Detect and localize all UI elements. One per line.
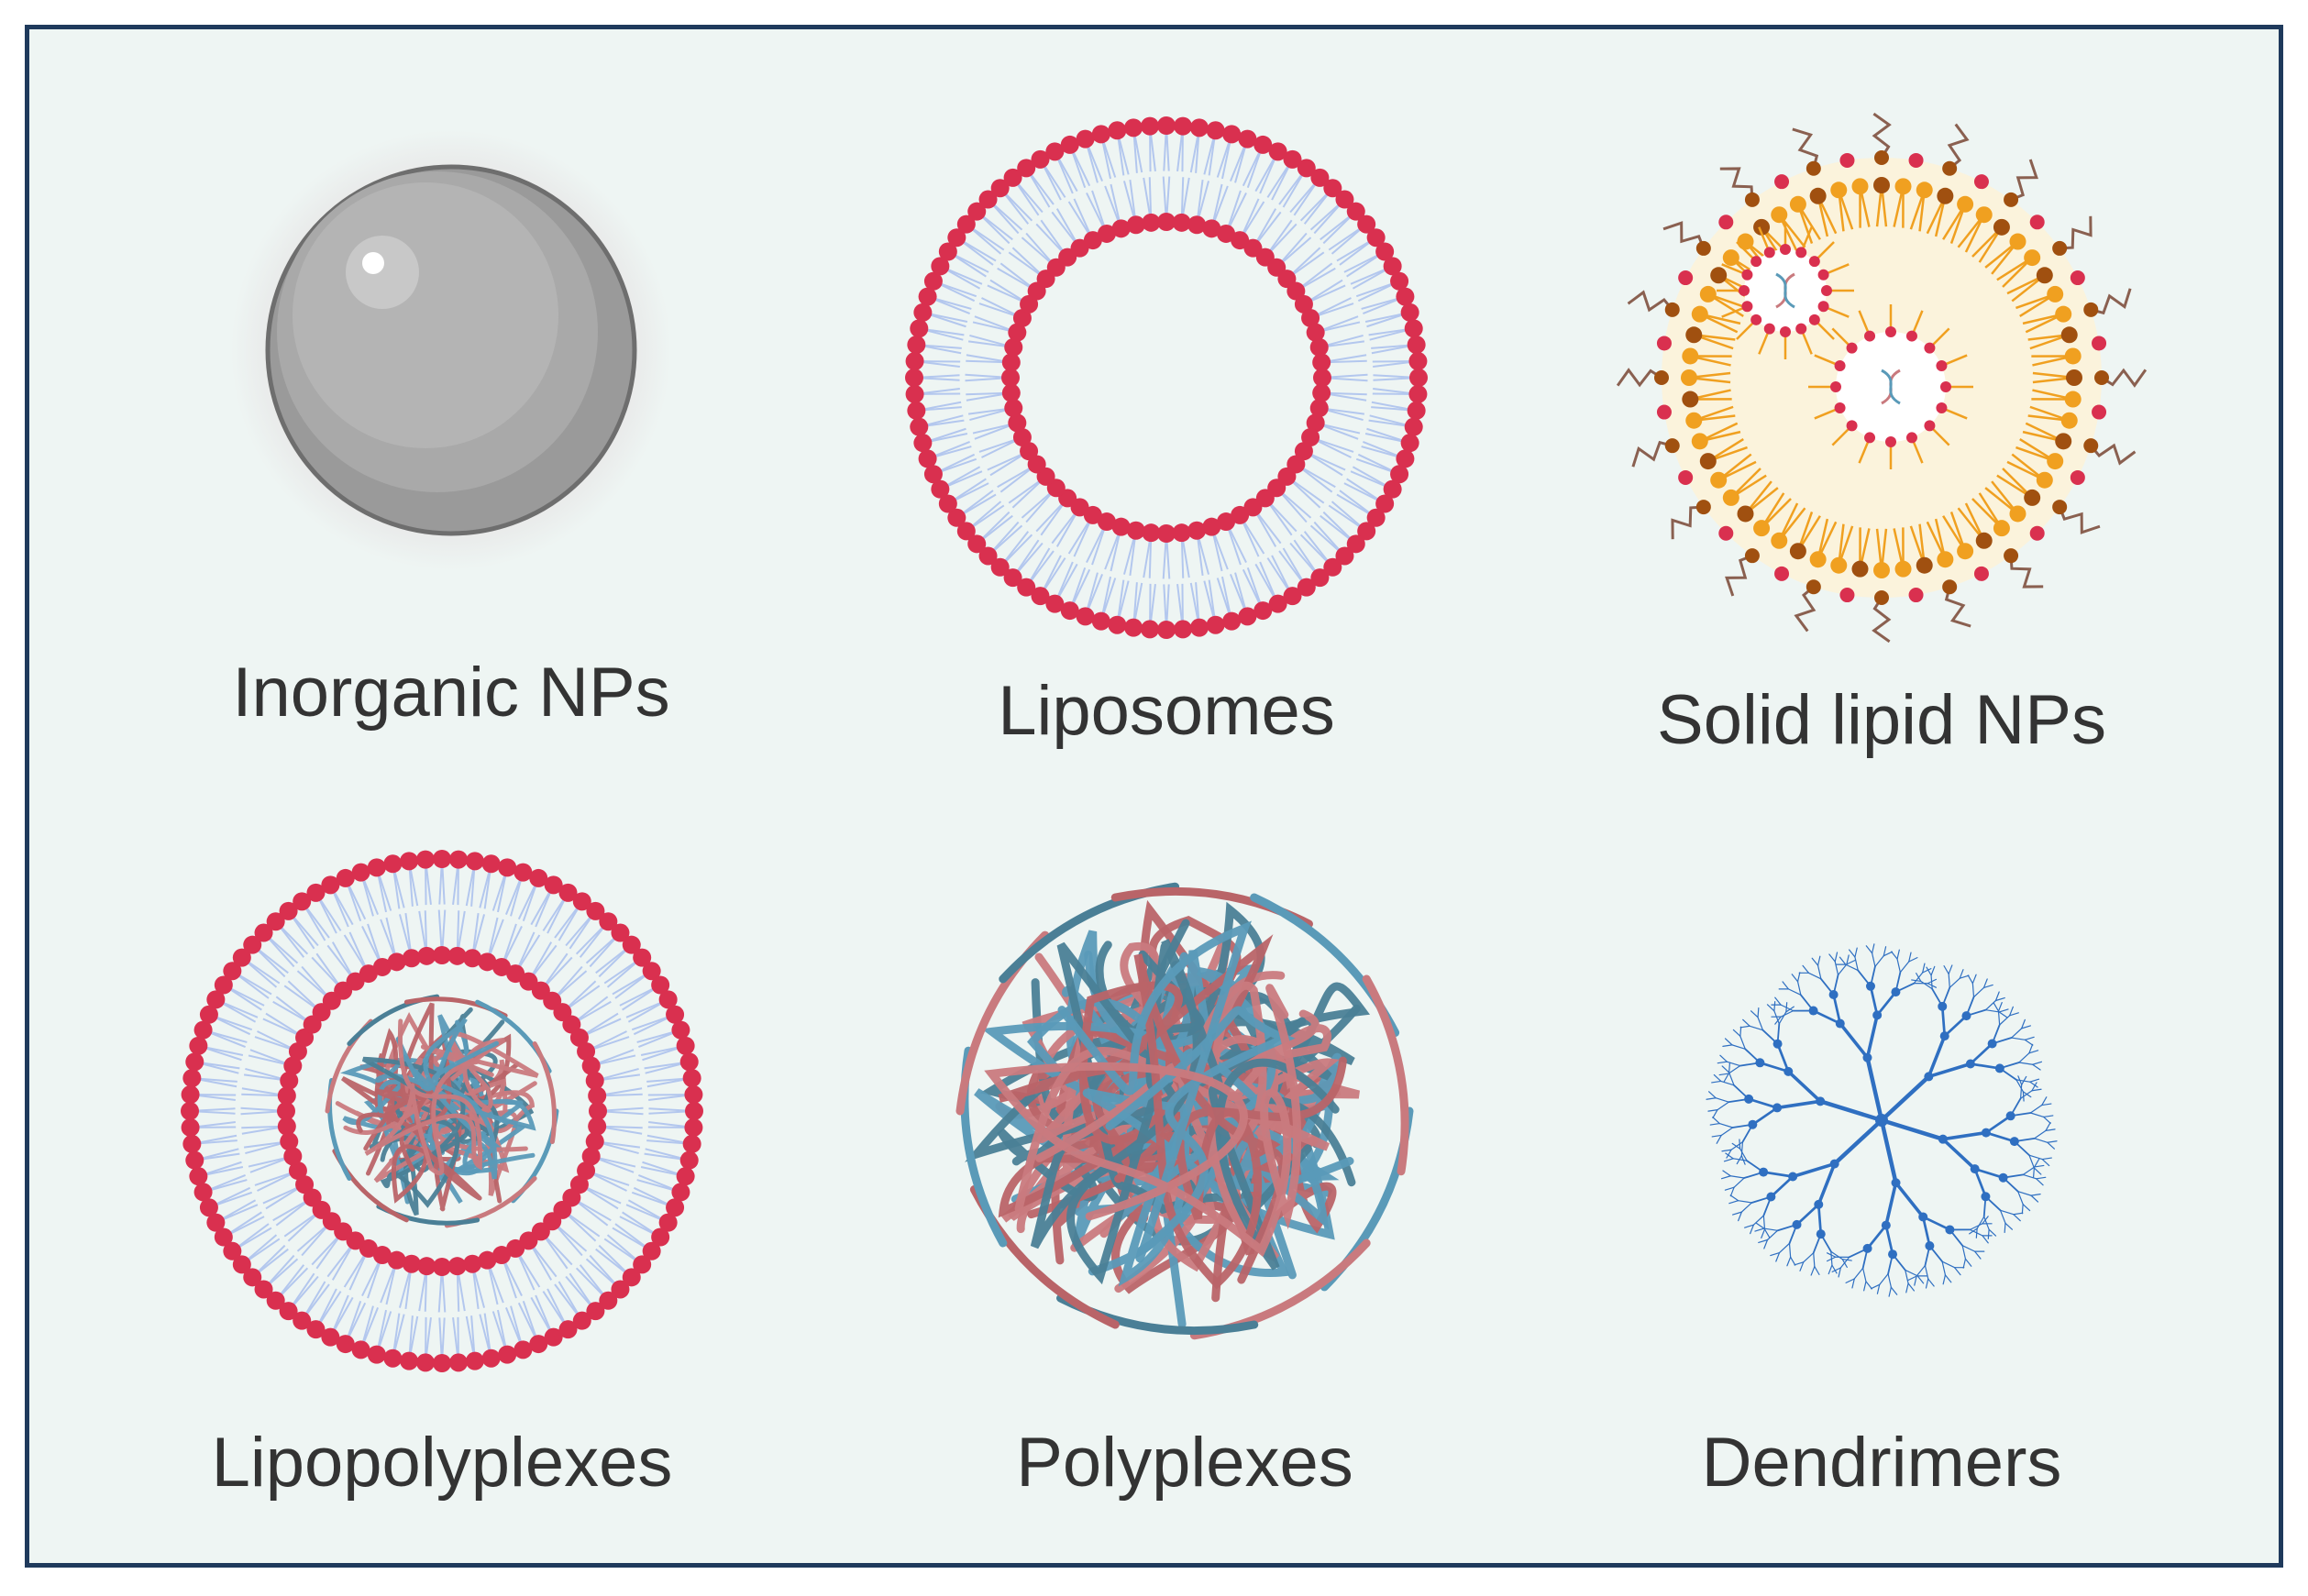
label-dendrimers: Dendrimers <box>1701 1424 2062 1502</box>
label-liposomes: Liposomes <box>998 672 1335 750</box>
liposome-icon <box>905 116 1428 639</box>
label-polyplexes: Polyplexes <box>1016 1424 1353 1502</box>
figure-polyplexes: Polyplexes <box>928 854 1441 1551</box>
label-inorganic: Inorganic NPs <box>232 654 670 732</box>
sphere-icon <box>231 130 671 570</box>
polyplex-icon <box>955 882 1414 1340</box>
label-sln: Solid lipid NPs <box>1657 681 2106 759</box>
dendrimer-icon <box>1706 943 2058 1297</box>
figure-liposomes: Liposomes <box>891 103 1441 772</box>
figure-inorganic: Inorganic NPs <box>185 121 717 754</box>
figure-sln: Solid lipid NPs <box>1588 84 2175 781</box>
figure-dendrimers: Dendrimers <box>1625 864 2138 1551</box>
figure-panel: Inorganic NPs Liposomes Solid lipid NPs … <box>25 25 2283 1568</box>
figure-lipopolyplexes: Lipopolyplexes <box>167 836 717 1551</box>
lipopolyplex-icon <box>181 850 703 1372</box>
label-lipopolyplexes: Lipopolyplexes <box>211 1424 673 1502</box>
solid-lipid-np-icon <box>1616 112 2148 644</box>
